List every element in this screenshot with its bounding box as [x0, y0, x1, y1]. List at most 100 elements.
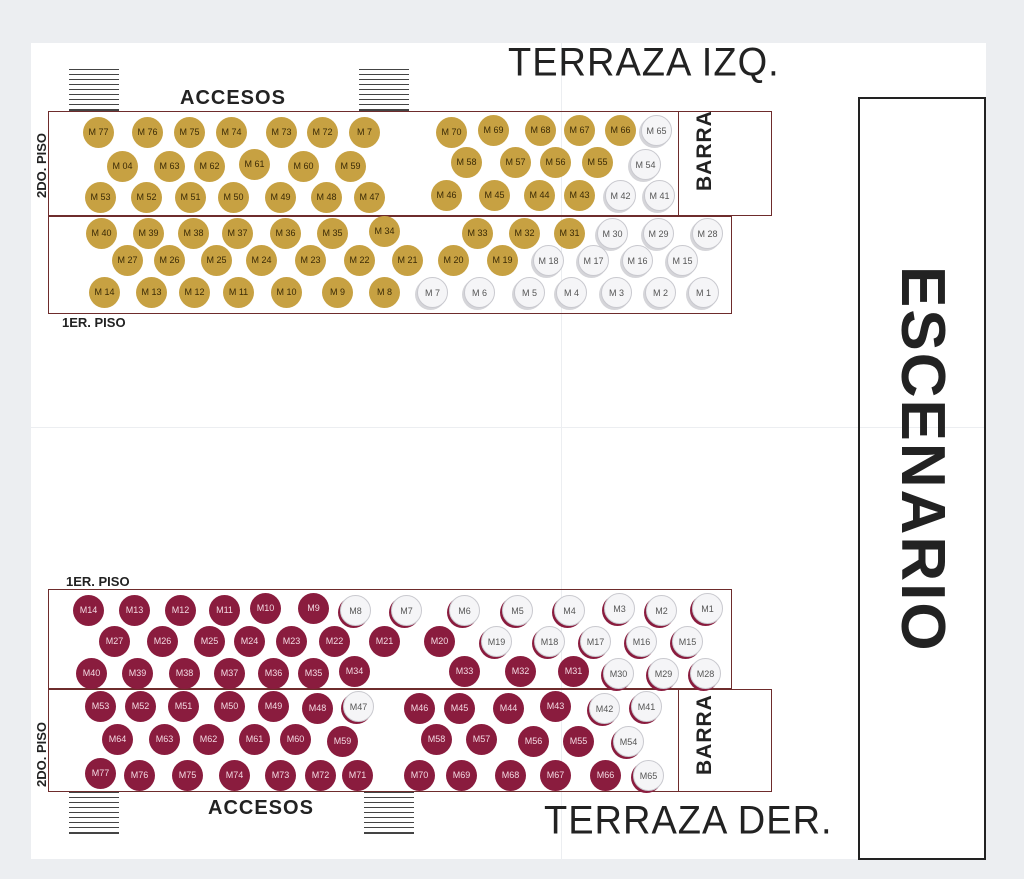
table-seat[interactable]: M3 — [604, 593, 635, 624]
table-seat[interactable]: M 9 — [322, 277, 353, 308]
table-seat[interactable]: M32 — [505, 656, 536, 687]
table-seat[interactable]: M7 — [391, 595, 422, 626]
table-seat[interactable]: M 30 — [597, 218, 628, 249]
table-seat[interactable]: M69 — [446, 760, 477, 791]
table-seat[interactable]: M 75 — [174, 117, 205, 148]
table-seat[interactable]: M 37 — [222, 218, 253, 249]
table-seat[interactable]: M49 — [258, 691, 289, 722]
table-seat[interactable]: M 66 — [605, 115, 636, 146]
table-seat[interactable]: M 39 — [133, 218, 164, 249]
table-seat[interactable]: M 62 — [194, 151, 225, 182]
table-seat[interactable]: M24 — [234, 626, 265, 657]
table-seat[interactable]: M 40 — [86, 218, 117, 249]
table-seat[interactable]: M 68 — [525, 115, 556, 146]
table-seat[interactable]: M48 — [302, 693, 333, 724]
table-seat[interactable]: M 1 — [688, 277, 719, 308]
table-seat[interactable]: M 77 — [83, 117, 114, 148]
table-seat[interactable]: M 41 — [644, 180, 675, 211]
table-seat[interactable]: M65 — [633, 760, 664, 791]
table-seat[interactable]: M 7 — [349, 117, 380, 148]
table-seat[interactable]: M 17 — [578, 245, 609, 276]
table-seat[interactable]: M 16 — [622, 245, 653, 276]
table-seat[interactable]: M 04 — [107, 151, 138, 182]
table-seat[interactable]: M 52 — [131, 182, 162, 213]
table-seat[interactable]: M 50 — [218, 182, 249, 213]
table-seat[interactable]: M 22 — [344, 245, 375, 276]
table-seat[interactable]: M57 — [466, 724, 497, 755]
table-seat[interactable]: M 60 — [288, 151, 319, 182]
table-seat[interactable]: M 34 — [369, 216, 400, 247]
table-seat[interactable]: M38 — [169, 658, 200, 689]
table-seat[interactable]: M 12 — [179, 277, 210, 308]
table-seat[interactable]: M68 — [495, 760, 526, 791]
table-seat[interactable]: M 54 — [630, 149, 661, 180]
table-seat[interactable]: M59 — [327, 726, 358, 757]
table-seat[interactable]: M 19 — [487, 245, 518, 276]
table-seat[interactable]: M37 — [214, 658, 245, 689]
table-seat[interactable]: M18 — [534, 626, 565, 657]
table-seat[interactable]: M 59 — [335, 151, 366, 182]
table-seat[interactable]: M33 — [449, 656, 480, 687]
table-seat[interactable]: M13 — [119, 595, 150, 626]
table-seat[interactable]: M 25 — [201, 245, 232, 276]
table-seat[interactable]: M63 — [149, 724, 180, 755]
table-seat[interactable]: M 14 — [89, 277, 120, 308]
table-seat[interactable]: M 33 — [462, 218, 493, 249]
table-seat[interactable]: M 18 — [533, 245, 564, 276]
table-seat[interactable]: M10 — [250, 593, 281, 624]
table-seat[interactable]: M35 — [298, 658, 329, 689]
table-seat[interactable]: M23 — [276, 626, 307, 657]
table-seat[interactable]: M1 — [692, 593, 723, 624]
table-seat[interactable]: M6 — [449, 595, 480, 626]
table-seat[interactable]: M 11 — [223, 277, 254, 308]
table-seat[interactable]: M 38 — [178, 218, 209, 249]
table-seat[interactable]: M 7 — [417, 277, 448, 308]
table-seat[interactable]: M55 — [563, 726, 594, 757]
table-seat[interactable]: M77 — [85, 758, 116, 789]
table-seat[interactable]: M 5 — [514, 277, 545, 308]
table-seat[interactable]: M 76 — [132, 117, 163, 148]
table-seat[interactable]: M50 — [214, 691, 245, 722]
table-seat[interactable]: M20 — [424, 626, 455, 657]
table-seat[interactable]: M 8 — [369, 277, 400, 308]
table-seat[interactable]: M 70 — [436, 117, 467, 148]
table-seat[interactable]: M42 — [589, 693, 620, 724]
table-seat[interactable]: M71 — [342, 760, 373, 791]
table-seat[interactable]: M67 — [540, 760, 571, 791]
table-seat[interactable]: M 46 — [431, 180, 462, 211]
table-seat[interactable]: M 67 — [564, 115, 595, 146]
table-seat[interactable]: M 53 — [85, 182, 116, 213]
table-seat[interactable]: M 27 — [112, 245, 143, 276]
table-seat[interactable]: M19 — [481, 626, 512, 657]
table-seat[interactable]: M76 — [124, 760, 155, 791]
table-seat[interactable]: M22 — [319, 626, 350, 657]
table-seat[interactable]: M4 — [554, 595, 585, 626]
table-seat[interactable]: M54 — [613, 726, 644, 757]
table-seat[interactable]: M74 — [219, 760, 250, 791]
table-seat[interactable]: M 31 — [554, 218, 585, 249]
table-seat[interactable]: M 56 — [540, 147, 571, 178]
table-seat[interactable]: M75 — [172, 760, 203, 791]
table-seat[interactable]: M 23 — [295, 245, 326, 276]
table-seat[interactable]: M12 — [165, 595, 196, 626]
table-seat[interactable]: M 13 — [136, 277, 167, 308]
table-seat[interactable]: M 72 — [307, 117, 338, 148]
table-seat[interactable]: M 24 — [246, 245, 277, 276]
table-seat[interactable]: M62 — [193, 724, 224, 755]
table-seat[interactable]: M 63 — [154, 151, 185, 182]
table-seat[interactable]: M53 — [85, 691, 116, 722]
table-seat[interactable]: M44 — [493, 693, 524, 724]
table-seat[interactable]: M 57 — [500, 147, 531, 178]
table-seat[interactable]: M70 — [404, 760, 435, 791]
table-seat[interactable]: M 2 — [645, 277, 676, 308]
table-seat[interactable]: M36 — [258, 658, 289, 689]
table-seat[interactable]: M45 — [444, 693, 475, 724]
table-seat[interactable]: M46 — [404, 693, 435, 724]
table-seat[interactable]: M 3 — [601, 277, 632, 308]
table-seat[interactable]: M 47 — [354, 182, 385, 213]
table-seat[interactable]: M41 — [631, 691, 662, 722]
table-seat[interactable]: M 4 — [556, 277, 587, 308]
table-seat[interactable]: M14 — [73, 595, 104, 626]
table-seat[interactable]: M 36 — [270, 218, 301, 249]
table-seat[interactable]: M 10 — [271, 277, 302, 308]
